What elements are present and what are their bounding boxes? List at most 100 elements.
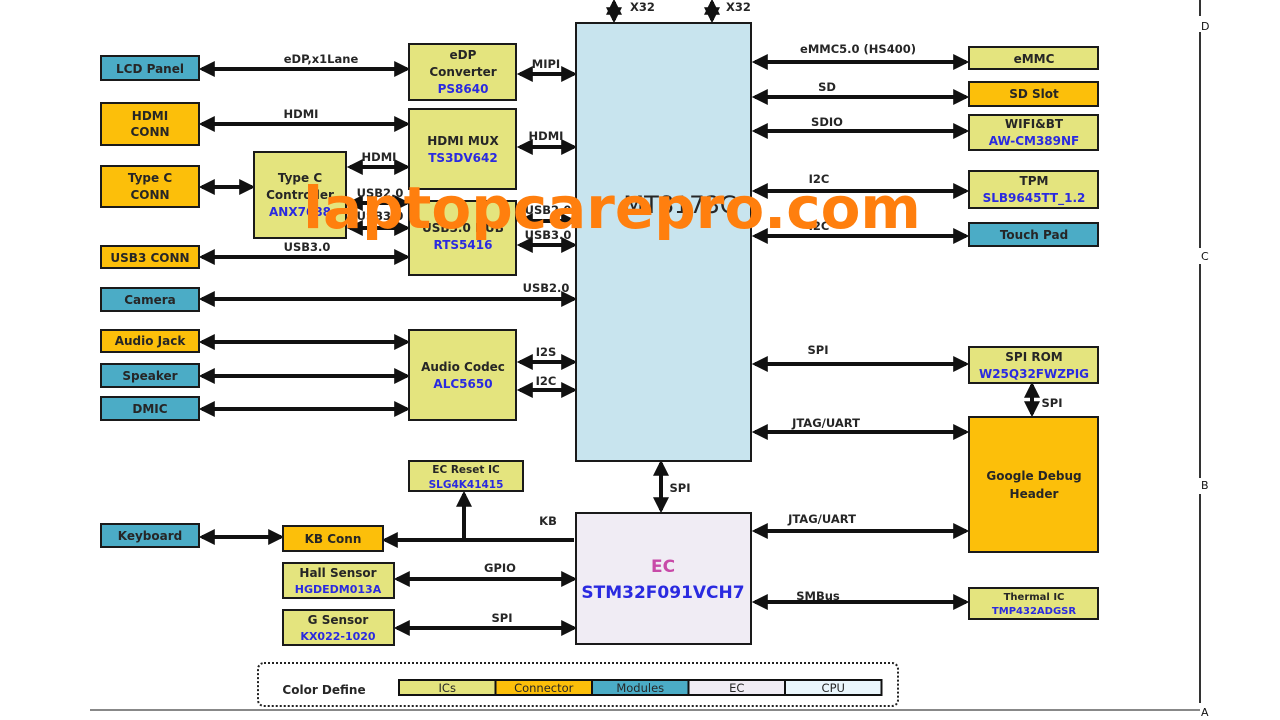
speaker-block: Speaker bbox=[100, 363, 200, 388]
typec-conn-block: Type C CONN bbox=[100, 165, 200, 208]
legend-label-ics: ICs bbox=[439, 681, 456, 695]
svg-text:PS8640: PS8640 bbox=[438, 82, 489, 96]
hdmi-mux-block: HDMI MUX TS3DV642 bbox=[408, 108, 517, 190]
label-usb30-conn: USB3.0 bbox=[284, 240, 331, 254]
svg-text:Audio Jack: Audio Jack bbox=[115, 334, 187, 348]
label-usb20-hub: USB2.0 bbox=[525, 203, 572, 217]
svg-text:Controller: Controller bbox=[266, 188, 334, 202]
usb3-conn-block: USB3 CONN bbox=[100, 245, 200, 269]
label-edp: eDP,x1Lane bbox=[284, 52, 359, 66]
zone-label-c: C bbox=[1201, 250, 1209, 263]
label-x32-2: X32 bbox=[726, 0, 751, 14]
zone-label-d: D bbox=[1201, 20, 1209, 33]
svg-text:HDMI MUX: HDMI MUX bbox=[427, 134, 499, 148]
usb-hub-block: USB3.0 HUB RTS5416 bbox=[408, 200, 517, 276]
label-sdio: SDIO bbox=[811, 115, 843, 129]
legend-swatch-cpu bbox=[784, 679, 883, 696]
tpm-block: TPM SLB9645TT_1.2 bbox=[968, 170, 1099, 209]
emmc-block: eMMC bbox=[968, 46, 1099, 70]
label-usb30-hub: USB3.0 bbox=[525, 228, 572, 242]
legend-label-ec: EC bbox=[729, 681, 744, 695]
label-hdmi-typec: HDMI bbox=[362, 150, 397, 164]
dmic-block: DMIC bbox=[100, 396, 200, 421]
svg-text:TMP432ADGSR: TMP432ADGSR bbox=[992, 606, 1076, 617]
svg-text:SLG4K41415: SLG4K41415 bbox=[429, 479, 504, 491]
edp-converter-block: eDP Converter PS8640 bbox=[408, 43, 517, 101]
cpu-name: MT8173C bbox=[623, 191, 736, 219]
svg-text:Thermal IC: Thermal IC bbox=[1004, 592, 1065, 603]
svg-text:Speaker: Speaker bbox=[122, 369, 177, 383]
label-spi-ec: SPI bbox=[670, 481, 691, 495]
label-hdmi-cpu: HDMI bbox=[529, 129, 564, 143]
label-emmc: eMMC5.0 (HS400) bbox=[800, 42, 916, 56]
svg-text:LCD Panel: LCD Panel bbox=[116, 62, 184, 76]
label-hdmi-left: HDMI bbox=[284, 107, 319, 121]
g-sensor-block: G Sensor KX022-1020 bbox=[282, 609, 395, 646]
svg-text:WIFI&BT: WIFI&BT bbox=[1005, 117, 1064, 131]
legend-label-cpu: CPU bbox=[822, 681, 845, 695]
svg-text:Keyboard: Keyboard bbox=[118, 529, 183, 543]
connections bbox=[198, 0, 1040, 636]
svg-text:RTS5416: RTS5416 bbox=[434, 238, 493, 252]
label-i2c-codec: I2C bbox=[536, 374, 557, 388]
svg-text:DMIC: DMIC bbox=[132, 402, 167, 416]
label-jtag-cpu: JTAG/UART bbox=[791, 416, 860, 430]
label-gpio: GPIO bbox=[484, 561, 516, 575]
svg-text:Type C: Type C bbox=[278, 171, 322, 185]
svg-text:W25Q32FWZPIG: W25Q32FWZPIG bbox=[979, 367, 1089, 381]
label-usb20-typec: USB2.0 bbox=[357, 186, 404, 200]
ec-name: EC bbox=[651, 557, 675, 577]
svg-text:CONN: CONN bbox=[130, 188, 169, 202]
label-i2s: I2S bbox=[536, 345, 557, 359]
ec-block: EC STM32F091VCH7 bbox=[575, 512, 752, 645]
svg-text:eMMC: eMMC bbox=[1014, 52, 1055, 66]
kb-conn-block: KB Conn bbox=[282, 525, 384, 552]
svg-text:CONN: CONN bbox=[130, 125, 169, 139]
svg-text:AW-CM389NF: AW-CM389NF bbox=[989, 134, 1079, 148]
svg-text:Type C: Type C bbox=[128, 171, 172, 185]
signal-labels: X32 X32 eDP,x1Lane MIPI HDMI HDMI HDMI U… bbox=[284, 0, 1063, 625]
wifi-bt-block: WIFI&BT AW-CM389NF bbox=[968, 114, 1099, 151]
svg-text:TPM: TPM bbox=[1020, 174, 1049, 188]
svg-text:Audio Codec: Audio Codec bbox=[421, 360, 505, 374]
label-i2c-tpm: I2C bbox=[809, 172, 830, 186]
zone-label-b: B bbox=[1201, 479, 1209, 492]
svg-text:USB3.0 HUB: USB3.0 HUB bbox=[422, 221, 504, 235]
svg-text:Header: Header bbox=[1010, 487, 1059, 501]
label-kb: KB bbox=[539, 514, 557, 528]
svg-text:EC Reset IC: EC Reset IC bbox=[432, 464, 500, 476]
svg-text:G Sensor: G Sensor bbox=[308, 613, 369, 627]
camera-block: Camera bbox=[100, 287, 200, 312]
svg-text:HDMI: HDMI bbox=[132, 109, 168, 123]
zone-label-a: A bbox=[1201, 706, 1209, 719]
svg-text:ANX7688: ANX7688 bbox=[269, 205, 331, 219]
label-spi-rom-debug: SPI bbox=[1042, 396, 1063, 410]
svg-text:KB Conn: KB Conn bbox=[305, 532, 362, 546]
svg-text:SLB9645TT_1.2: SLB9645TT_1.2 bbox=[983, 191, 1086, 206]
legend-label-connector: Connector bbox=[514, 681, 574, 695]
cpu-block: MT8173C bbox=[575, 22, 752, 462]
svg-text:Hall Sensor: Hall Sensor bbox=[299, 566, 376, 580]
label-spi-gsensor: SPI bbox=[492, 611, 513, 625]
keyboard-block: Keyboard bbox=[100, 523, 200, 548]
label-spi-rom: SPI bbox=[808, 343, 829, 357]
legend-label-modules: Modules bbox=[616, 681, 664, 695]
svg-text:Touch Pad: Touch Pad bbox=[1000, 228, 1068, 242]
svg-text:Camera: Camera bbox=[124, 293, 176, 307]
label-usb30-typec: USB3.0 bbox=[357, 209, 404, 223]
svg-text:Converter: Converter bbox=[429, 65, 496, 79]
svg-text:SPI ROM: SPI ROM bbox=[1005, 350, 1062, 364]
spi-rom-block: SPI ROM W25Q32FWZPIG bbox=[968, 346, 1099, 384]
svg-text:eDP: eDP bbox=[450, 48, 477, 62]
svg-text:SD Slot: SD Slot bbox=[1009, 87, 1059, 101]
hall-sensor-block: Hall Sensor HGDEDM013A bbox=[282, 562, 395, 599]
label-i2c-tp: I2C bbox=[809, 219, 830, 233]
watermark: laptopcarepro.com bbox=[303, 174, 921, 242]
audio-jack-block: Audio Jack bbox=[100, 329, 200, 353]
label-sd: SD bbox=[818, 80, 836, 94]
typec-controller-block: Type C Controller ANX7688 bbox=[253, 151, 347, 239]
lcd-panel-block: LCD Panel bbox=[100, 55, 200, 81]
sd-slot-block: SD Slot bbox=[968, 81, 1099, 107]
